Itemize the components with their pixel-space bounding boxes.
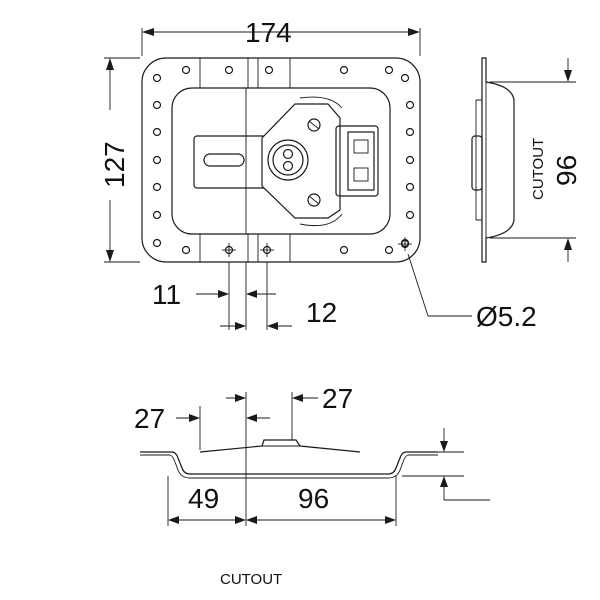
key-cylinder <box>267 139 309 181</box>
dim-width-174 <box>141 28 421 56</box>
dim-96-label: 96 <box>298 483 329 514</box>
slot-plate <box>193 135 273 189</box>
latch-body <box>261 96 343 227</box>
dim-hole-spacing <box>196 262 292 330</box>
keeper <box>335 125 379 197</box>
latch-screw-top <box>307 118 321 132</box>
bottom-view <box>140 392 490 526</box>
dim-49-label: 49 <box>188 483 219 514</box>
bottom-cutout-label: CUTOUT <box>220 571 282 588</box>
top-view: 174 127 11 12 <box>99 17 537 332</box>
dim-27-right-label: 27 <box>322 383 353 414</box>
hole-diameter-label: Ø5.2 <box>476 301 537 332</box>
latch-screw-bottom <box>307 193 321 207</box>
dim-27-left-label: 27 <box>134 403 165 434</box>
side-cutout-label: CUTOUT <box>530 138 547 200</box>
side-view <box>471 57 576 263</box>
mounting-holes <box>152 65 415 257</box>
outer-plate <box>141 57 421 263</box>
dim-12-label: 12 <box>306 297 337 328</box>
side-cutout-value: 96 <box>551 155 582 186</box>
dim-height-127 <box>104 57 140 263</box>
dim-width-label: 174 <box>245 17 292 48</box>
hole-leader <box>407 253 472 317</box>
dim-height-label: 127 <box>99 141 130 188</box>
recess-dish <box>171 87 391 235</box>
dim-11-label: 11 <box>152 279 181 310</box>
